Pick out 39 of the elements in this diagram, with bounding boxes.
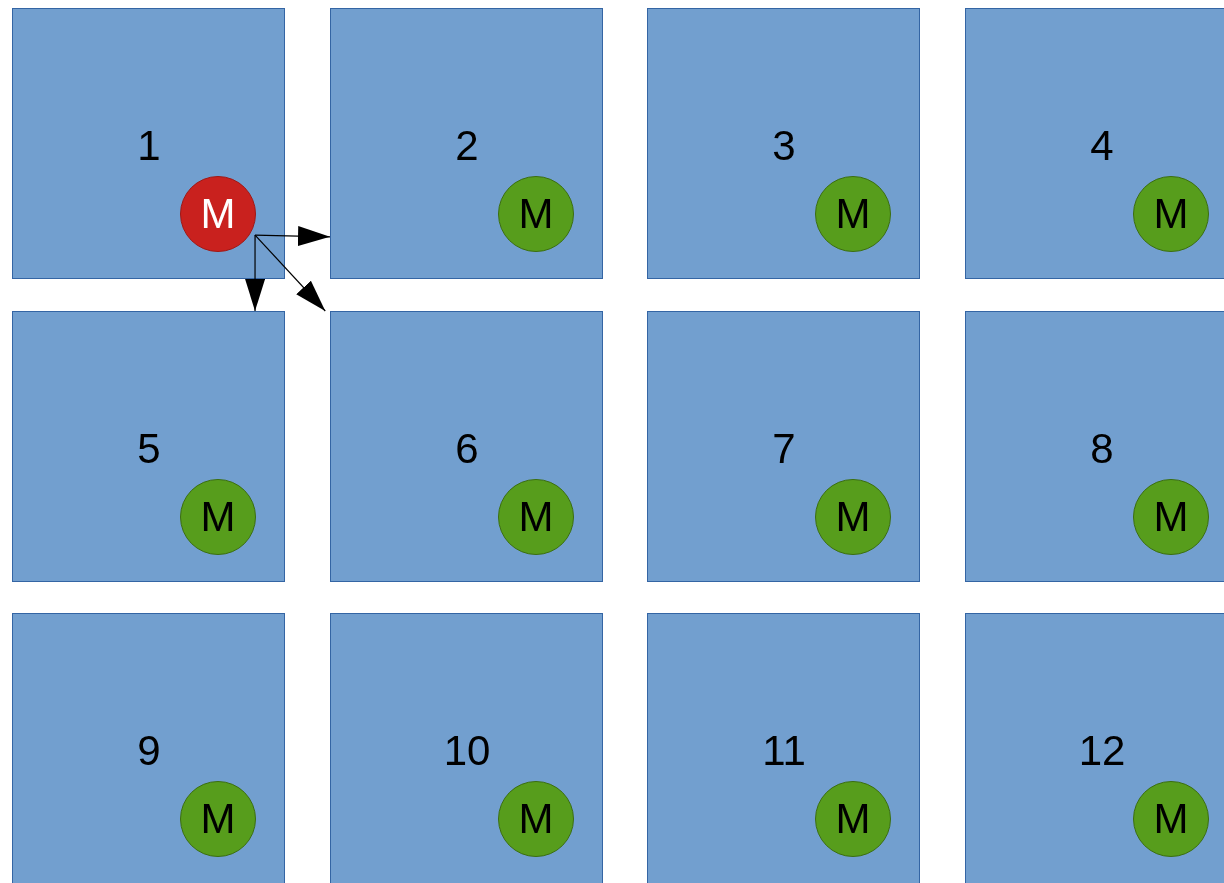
tile-number: 1	[137, 122, 161, 170]
tile-number: 9	[137, 727, 161, 775]
arrow	[245, 234, 266, 312]
module-circle: M	[498, 479, 574, 555]
tile-number: 3	[772, 122, 796, 170]
tile-box	[647, 311, 920, 582]
module-circle: M	[1133, 479, 1209, 555]
module-circle: M	[498, 781, 574, 857]
module-circle: M	[180, 176, 256, 252]
tile-number: 11	[762, 727, 806, 775]
arrow	[254, 234, 326, 312]
tile-box	[330, 613, 603, 883]
module-circle: M	[180, 479, 256, 555]
tile-box	[330, 8, 603, 279]
tile-number: 8	[1090, 425, 1114, 473]
tile-number: 10	[443, 727, 491, 775]
module-circle: M	[815, 176, 891, 252]
tile-box	[965, 613, 1224, 883]
tile-number: 5	[137, 425, 161, 473]
module-circle: M	[498, 176, 574, 252]
tile-box	[330, 311, 603, 582]
tile-number: 7	[772, 425, 796, 473]
tile-box	[12, 311, 285, 582]
module-circle: M	[1133, 781, 1209, 857]
tile-box	[12, 613, 285, 883]
module-circle: M	[815, 479, 891, 555]
tile-box	[965, 311, 1224, 582]
module-circle: M	[815, 781, 891, 857]
arrow	[254, 226, 331, 247]
tile-box	[647, 8, 920, 279]
tile-number: 12	[1078, 727, 1126, 775]
tile-box	[12, 8, 285, 279]
tile-number: 4	[1090, 122, 1114, 170]
tile-number: 6	[455, 425, 479, 473]
tile-box	[647, 613, 920, 883]
tile-box	[965, 8, 1224, 279]
tile-number: 2	[455, 122, 479, 170]
module-circle: M	[180, 781, 256, 857]
module-circle: M	[1133, 176, 1209, 252]
